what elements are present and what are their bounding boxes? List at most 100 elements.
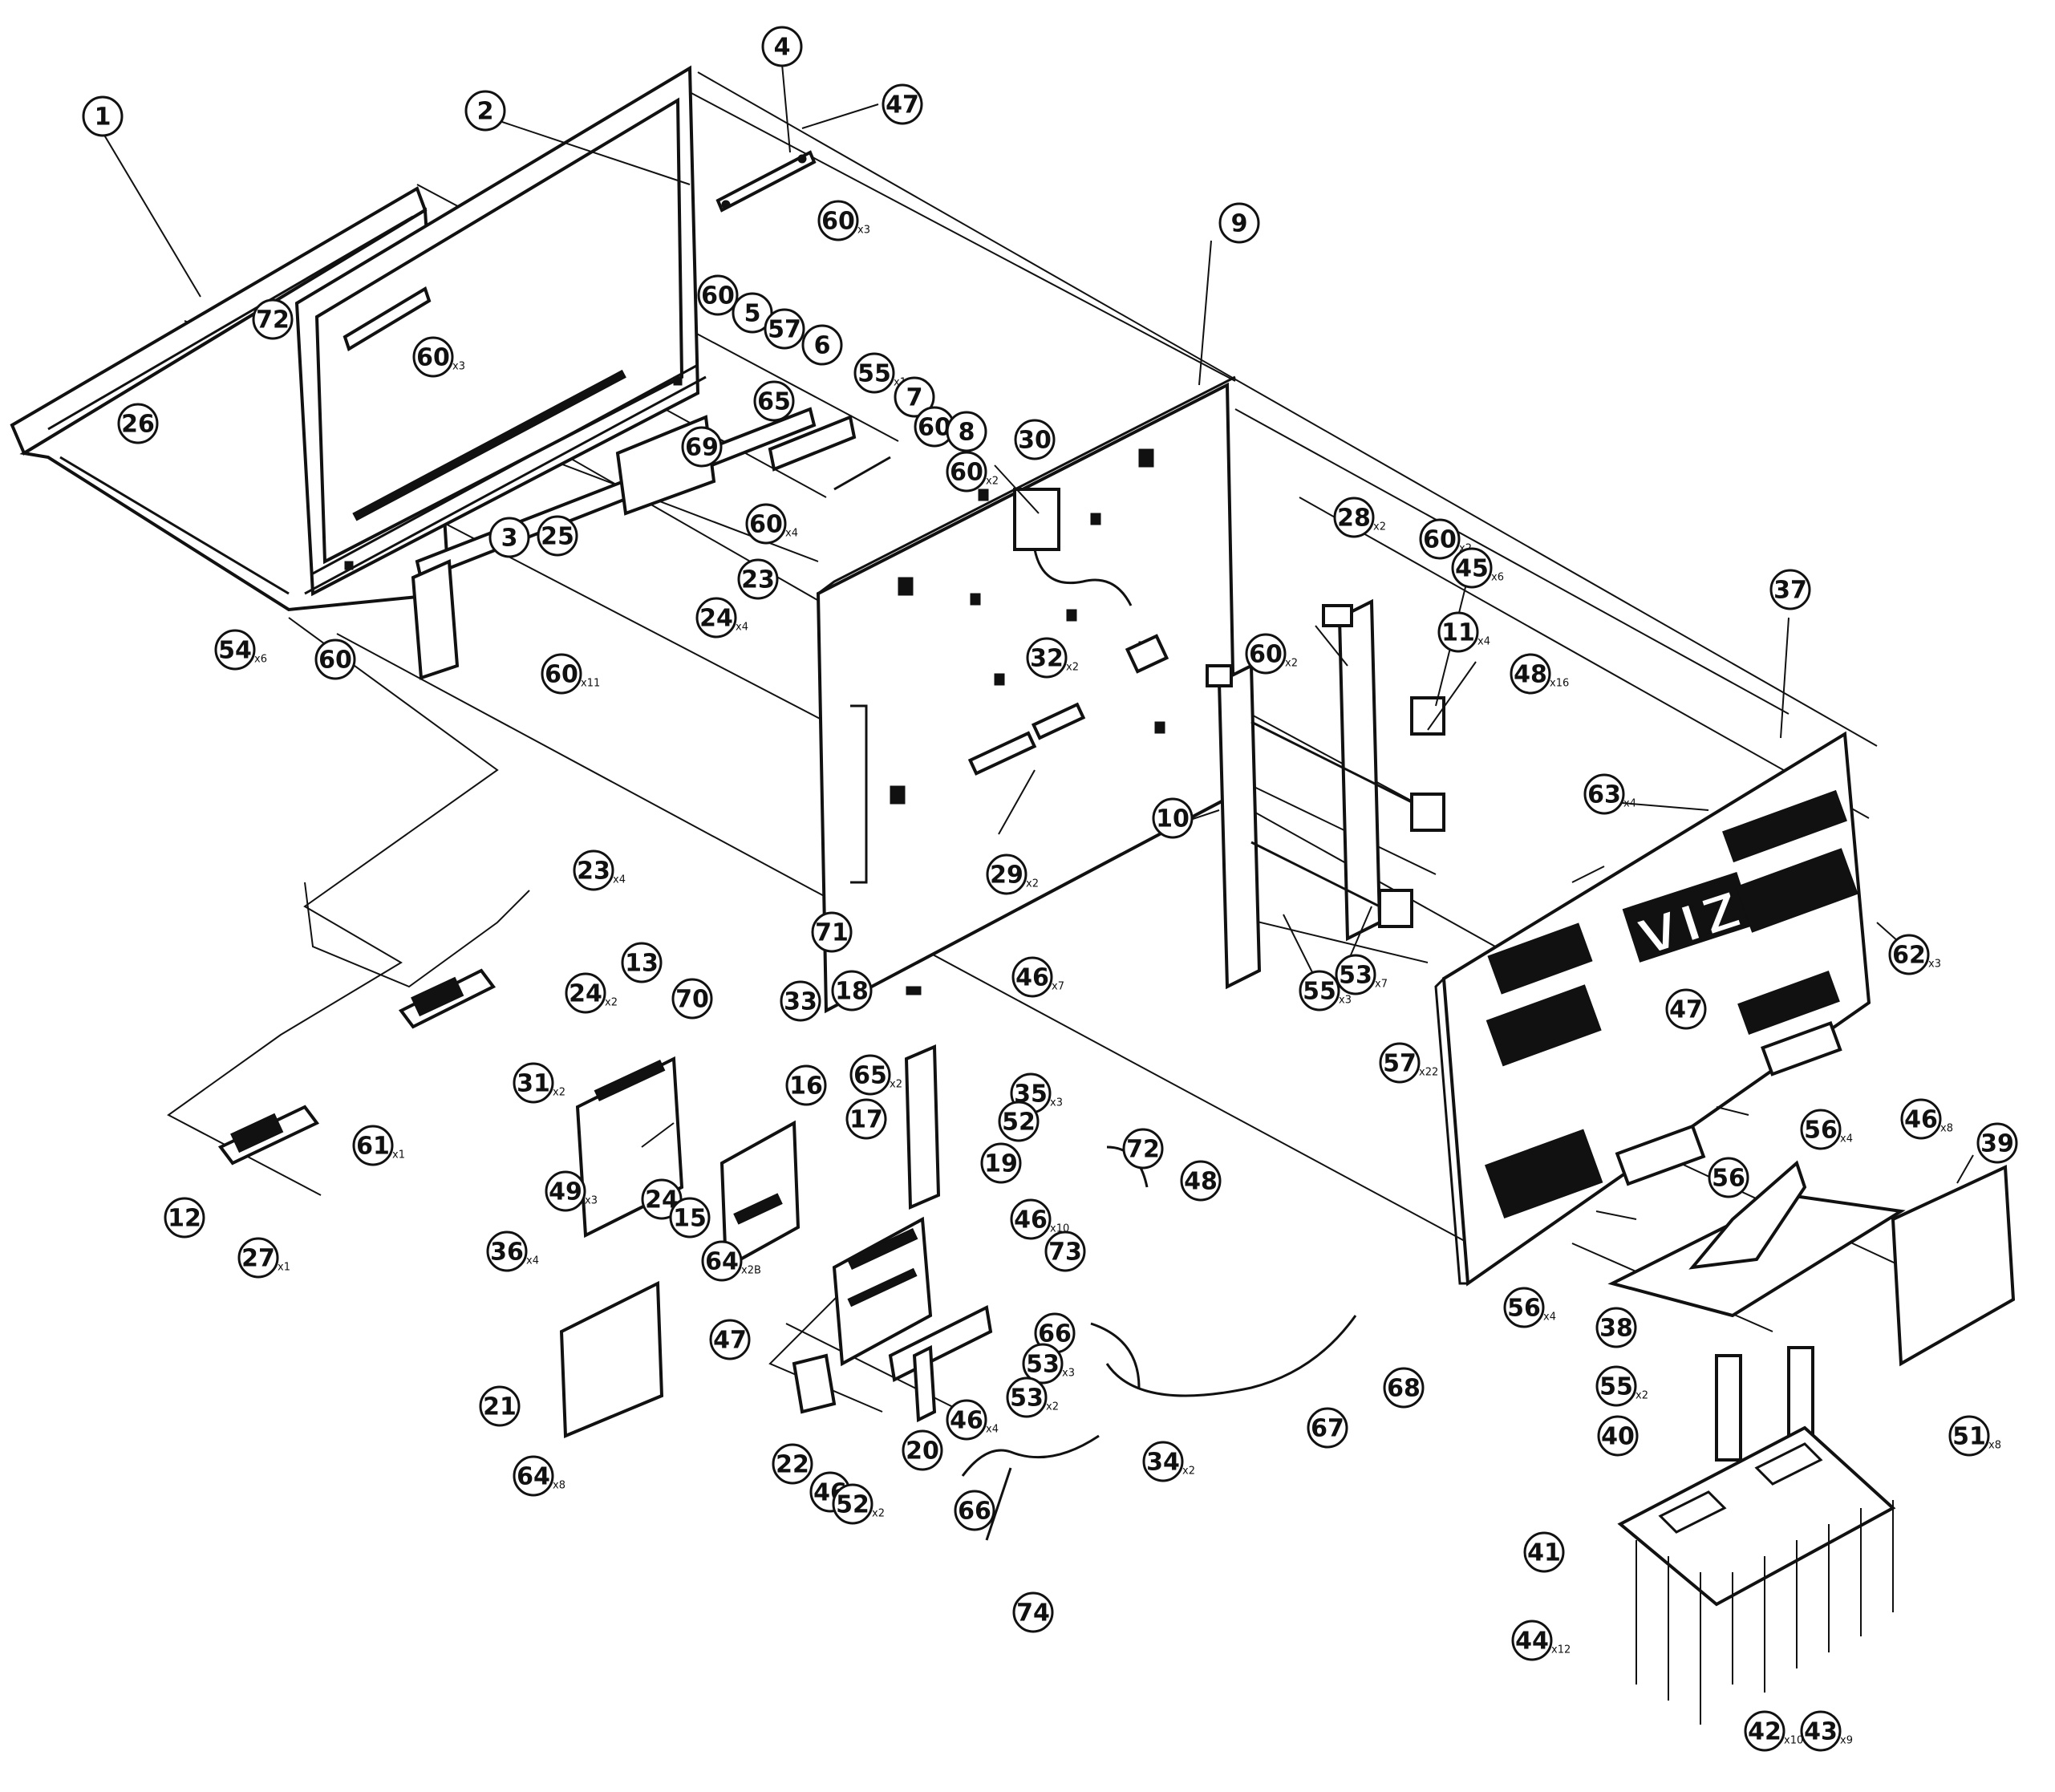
callout-number: 39 xyxy=(1980,1130,2014,1158)
callout-circle xyxy=(1006,1376,1048,1418)
callout-circle xyxy=(1142,1441,1184,1482)
callout-number: 3 xyxy=(501,525,518,553)
callout-number: 23 xyxy=(577,857,610,886)
callout-circle xyxy=(1014,419,1056,460)
callout-quantity: x6 xyxy=(254,654,267,666)
callout-number: 12 xyxy=(168,1205,201,1233)
callout-circle xyxy=(1022,1343,1064,1385)
callout-number: 53 xyxy=(1339,962,1372,990)
callout-67: 67 xyxy=(1307,1407,1348,1449)
callout-8: 8 xyxy=(946,411,987,452)
callout-circle xyxy=(745,503,787,545)
callout-quantity: x2 xyxy=(1046,1401,1059,1413)
callout-circle xyxy=(697,274,739,316)
callout-5: 5 xyxy=(732,292,773,334)
callout-circle xyxy=(1523,1531,1565,1573)
callout-10: 10 xyxy=(1152,797,1194,839)
callout-number: 24 xyxy=(699,605,733,633)
callout-number: 65 xyxy=(757,388,791,416)
callout-7: 7 xyxy=(894,376,935,418)
callout-circle xyxy=(954,1490,995,1531)
callout-66: 66 xyxy=(954,1490,995,1531)
callout-circle xyxy=(1419,518,1461,560)
callout-number: 65 xyxy=(853,1062,887,1090)
callout-3: 3 xyxy=(488,517,530,558)
callout-number: 18 xyxy=(835,978,869,1006)
callout-circle xyxy=(1379,1042,1421,1084)
callout-70: 70 xyxy=(671,978,713,1020)
callout-quantity: x2 xyxy=(1635,1390,1648,1402)
callout-number: 72 xyxy=(256,306,290,334)
callout-circle xyxy=(853,352,895,394)
callout-circle xyxy=(998,1101,1040,1142)
callout-number: 60 xyxy=(701,282,735,310)
callout-circle xyxy=(882,83,923,125)
callout-number: 4 xyxy=(774,34,791,62)
callout-circle xyxy=(1011,956,1053,998)
callout-quantity: x3 xyxy=(1339,995,1352,1007)
callout-47: 47 xyxy=(882,83,923,125)
callout-number: 43 xyxy=(1804,1718,1838,1746)
leader-lines xyxy=(99,63,1974,1220)
callout-circle xyxy=(1307,1407,1348,1449)
callout-circle xyxy=(764,308,805,350)
callout-quantity: x2B xyxy=(741,1265,761,1277)
callout-60: 60 xyxy=(697,274,739,316)
stand-assembly xyxy=(1607,1160,2016,1725)
callout-number: 31 xyxy=(517,1070,550,1098)
callout-quantity: x2 xyxy=(1285,658,1298,670)
callout-circle xyxy=(1152,797,1194,839)
callout-number: 44 xyxy=(1515,1628,1549,1656)
callout-48: 48 xyxy=(1180,1160,1222,1202)
callout-number: 48 xyxy=(1514,661,1547,689)
callout-circle xyxy=(671,978,713,1020)
bracket-22 xyxy=(792,1353,837,1414)
callout-72: 72 xyxy=(252,298,294,340)
callout-quantity: x8 xyxy=(553,1480,565,1492)
callout-number: 57 xyxy=(1383,1050,1417,1078)
callout-number: 55 xyxy=(857,360,891,388)
callout-26: 26 xyxy=(117,403,159,444)
callout-quantity: x22 xyxy=(1419,1067,1438,1079)
callout-17: 17 xyxy=(845,1098,887,1140)
callout-18: 18 xyxy=(831,970,873,1012)
callout-74: 74 xyxy=(1012,1591,1054,1633)
callout-number: 48 xyxy=(1184,1168,1218,1196)
callout-22: 22 xyxy=(772,1443,813,1485)
callout-30: 30 xyxy=(1014,419,1056,460)
callout-number: 27 xyxy=(241,1245,275,1273)
callout-number: 2 xyxy=(477,98,494,126)
callout-number: 63 xyxy=(1587,781,1621,809)
callout-65: 65 xyxy=(753,380,795,422)
callout-quantity: x10 xyxy=(1784,1735,1803,1747)
callout-circle xyxy=(681,426,723,468)
callout-quantity: x3 xyxy=(1062,1368,1075,1380)
callout-number: 46 xyxy=(950,1407,983,1435)
callout-number: 6 xyxy=(814,332,831,360)
callout-68: 68 xyxy=(1383,1367,1425,1409)
callout-circle xyxy=(1708,1157,1749,1198)
callout-55: 55x14 xyxy=(853,352,913,394)
callout-number: 11 xyxy=(1441,619,1475,647)
callout-circle xyxy=(753,380,795,422)
callout-circle xyxy=(761,26,803,67)
callout-38: 38 xyxy=(1595,1307,1637,1348)
callout-circle xyxy=(214,629,256,671)
callout-quantity: x2 xyxy=(1182,1466,1195,1478)
callout-circle xyxy=(946,1399,987,1441)
callout-quantity: x2 xyxy=(872,1508,885,1520)
callout-number: 60 xyxy=(1423,526,1457,554)
lcd-panel-frame xyxy=(294,65,707,597)
